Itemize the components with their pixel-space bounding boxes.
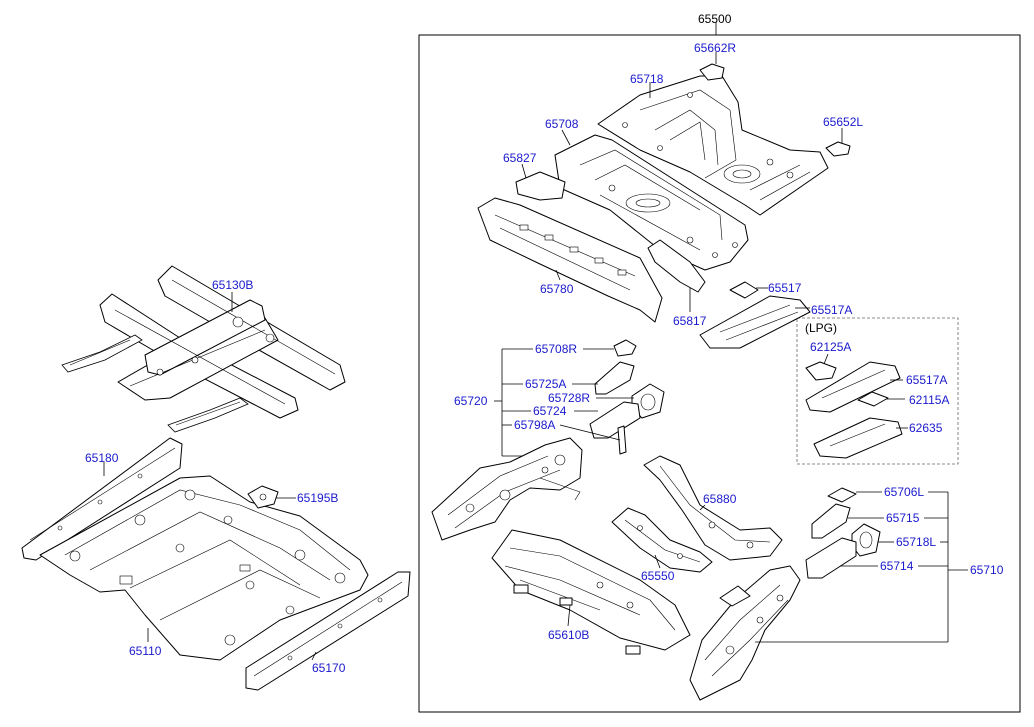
label-65720[interactable]: 65720 xyxy=(454,394,488,408)
label-62115A[interactable]: 62115A xyxy=(909,393,949,407)
part-plate-65517A xyxy=(699,295,811,349)
part-bracket-65714 xyxy=(805,537,857,579)
part-62125A xyxy=(805,361,837,381)
label-65662R[interactable]: 65662R xyxy=(694,41,736,55)
part-bracket-65798A xyxy=(617,425,627,455)
part-side-member-65720 xyxy=(431,437,583,541)
part-member-65817 xyxy=(647,239,706,293)
label-65718[interactable]: 65718 xyxy=(630,72,664,86)
label-65110[interactable]: 65110 xyxy=(129,644,162,658)
part-plate-65517 xyxy=(729,281,759,299)
part-65517A-lpg xyxy=(805,361,901,413)
part-bracket-65724 xyxy=(589,401,641,439)
label-65517A-lpg[interactable]: 65517A xyxy=(906,373,947,387)
assembly-frame xyxy=(418,34,1021,713)
part-sill-65180 xyxy=(21,437,183,561)
label-65880[interactable]: 65880 xyxy=(703,492,737,506)
part-sill-65170 xyxy=(245,571,411,691)
label-65780[interactable]: 65780 xyxy=(540,282,574,296)
label-65718L[interactable]: 65718L xyxy=(896,535,936,549)
part-center-floor-65708 xyxy=(554,134,749,271)
part-floor-pan-65610B xyxy=(491,529,691,655)
label-65715[interactable]: 65715 xyxy=(886,511,920,525)
part-cross-member-65780 xyxy=(477,197,663,323)
label-65180[interactable]: 65180 xyxy=(85,451,119,465)
label-62635[interactable]: 62635 xyxy=(909,421,943,435)
part-member-65550 xyxy=(611,507,713,573)
label-65170[interactable]: 65170 xyxy=(312,661,346,675)
label-65724[interactable]: 65724 xyxy=(533,404,567,418)
label-65725A[interactable]: 65725A xyxy=(525,377,566,391)
label-65798A[interactable]: 65798A xyxy=(514,418,555,432)
label-65550[interactable]: 65550 xyxy=(641,569,675,583)
label-65714[interactable]: 65714 xyxy=(880,559,914,573)
part-cross-members-65130B xyxy=(61,265,346,433)
label-65130B[interactable]: 65130B xyxy=(212,278,253,292)
part-bracket-65715 xyxy=(811,503,851,539)
part-labels: 65500 65662R 65718 65708 65652L 65827 65… xyxy=(85,12,1004,675)
label-65827[interactable]: 65827 xyxy=(503,151,537,165)
label-65710[interactable]: 65710 xyxy=(970,563,1004,577)
label-65708[interactable]: 65708 xyxy=(545,117,579,131)
label-62125A[interactable]: 62125A xyxy=(810,340,851,354)
part-front-floor-65110 xyxy=(39,475,369,661)
part-member-65827 xyxy=(515,171,566,201)
label-65728R[interactable]: 65728R xyxy=(548,391,590,405)
label-65195B[interactable]: 65195B xyxy=(297,491,338,505)
part-bracket-65652L xyxy=(825,141,851,157)
lpg-group-frame xyxy=(796,317,959,465)
label-65610B[interactable]: 65610B xyxy=(548,628,589,642)
part-62115A xyxy=(857,391,889,407)
part-62635 xyxy=(813,417,903,459)
label-65706L[interactable]: 65706L xyxy=(884,485,924,499)
label-65708R[interactable]: 65708R xyxy=(535,342,577,356)
label-65500[interactable]: 65500 xyxy=(698,12,732,26)
label-65817[interactable]: 65817 xyxy=(673,314,707,328)
part-bracket-65706L xyxy=(827,487,857,503)
label-65517A[interactable]: 65517A xyxy=(811,303,852,317)
part-side-member-65710 xyxy=(689,565,801,701)
part-bracket-65662R xyxy=(699,63,725,81)
part-bracket-65708R xyxy=(613,339,637,357)
part-bracket-65725A xyxy=(594,361,635,395)
group-leaders-65710 xyxy=(755,491,968,643)
label-65652L[interactable]: 65652L xyxy=(823,115,863,129)
label-lpg: (LPG) xyxy=(805,321,837,335)
part-member-65880 xyxy=(643,455,783,561)
label-65517[interactable]: 65517 xyxy=(768,281,802,295)
